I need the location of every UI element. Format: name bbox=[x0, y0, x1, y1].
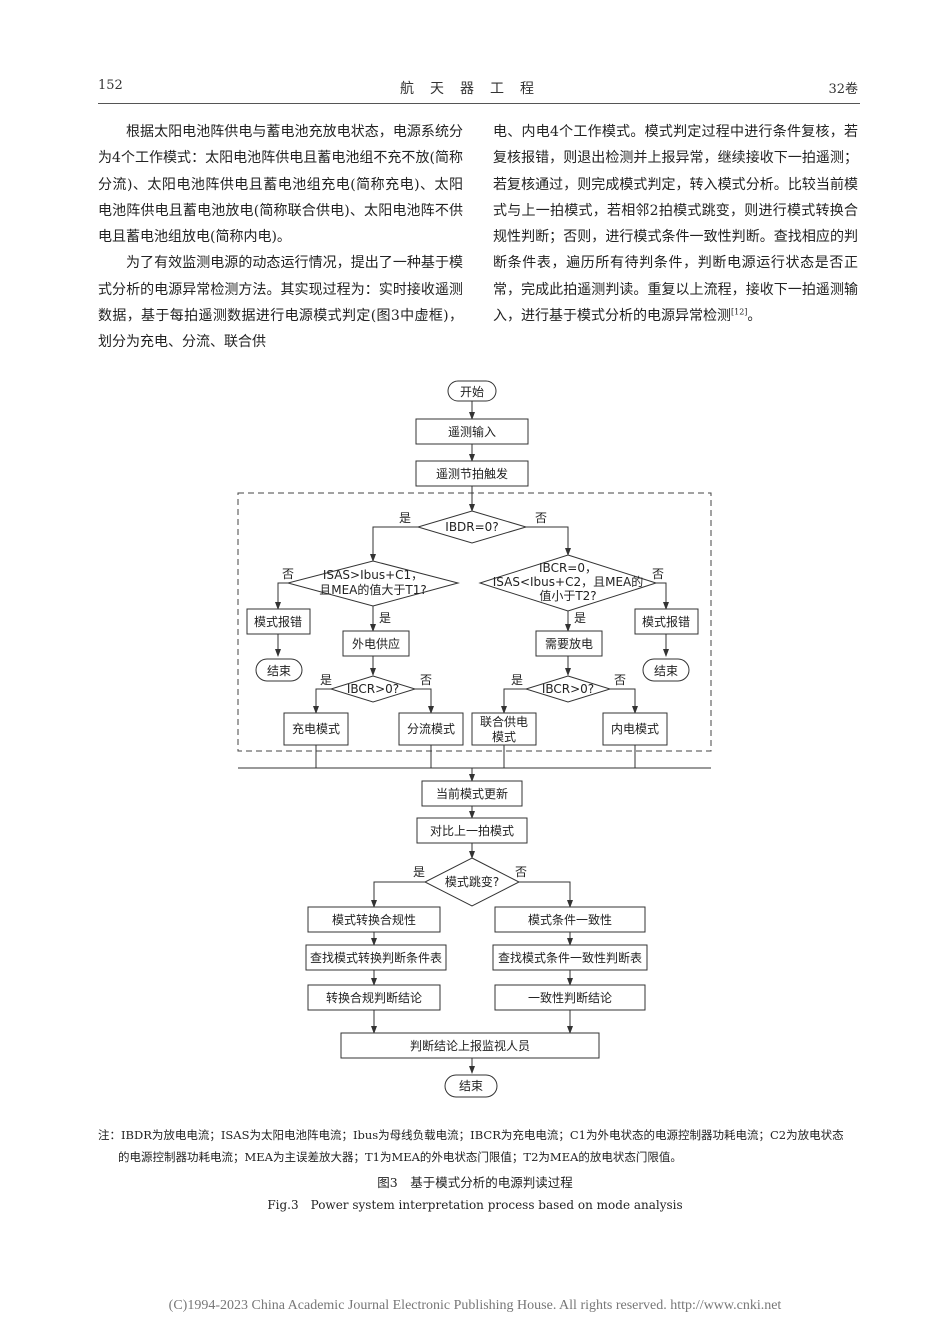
figure-caption-cn: 图3 基于模式分析的电源判读过程 bbox=[377, 1175, 573, 1190]
shunt-mode-box: 分流模式 bbox=[398, 712, 464, 746]
svg-text:ISAS>Ibus+C1，: ISAS>Ibus+C1， bbox=[323, 568, 423, 582]
mode-error-left-box: 模式报错 bbox=[246, 608, 311, 635]
report-box: 判断结论上报监视人员 bbox=[340, 1032, 600, 1059]
consistency-conclusion-box: 一致性判断结论 bbox=[494, 984, 646, 1011]
svg-text:联合供电: 联合供电 bbox=[480, 714, 528, 729]
svg-text:内电模式: 内电模式 bbox=[611, 722, 659, 736]
external-power-box: 外电供应 bbox=[342, 630, 410, 657]
figure-caption-en: Fig.3 Power system interpretation proces… bbox=[267, 1198, 683, 1212]
joint-supply-mode-box: 联合供电 模式 bbox=[471, 712, 537, 746]
svg-text:且MEA的值大于T1?: 且MEA的值大于T1? bbox=[319, 582, 426, 597]
decision-ibdr: IBDR=0? bbox=[416, 510, 528, 544]
svg-text:IBCR>0?: IBCR>0? bbox=[542, 682, 594, 696]
svg-text:结束: 结束 bbox=[654, 664, 678, 678]
right-paragraph-1: 电、内电4个工作模式。模式判定过程中进行条件复核，若复核报错，则退出检测并上报异… bbox=[493, 119, 858, 329]
telemetry-input-box: 遥测输入 bbox=[415, 418, 529, 445]
d5-yes-label: 是 bbox=[511, 673, 523, 687]
svg-text:结束: 结束 bbox=[267, 664, 291, 678]
decision-isas-left: ISAS>Ibus+C1， 且MEA的值大于T1? bbox=[286, 560, 460, 607]
d4-yes-label: 是 bbox=[320, 673, 332, 687]
svg-text:模式转换合规性: 模式转换合规性 bbox=[332, 912, 416, 927]
svg-text:开始: 开始 bbox=[460, 385, 484, 399]
mode-determination-frame bbox=[237, 492, 712, 752]
svg-text:外电供应: 外电供应 bbox=[352, 636, 400, 651]
need-discharge-box: 需要放电 bbox=[535, 630, 603, 657]
svg-text:分流模式: 分流模式 bbox=[407, 722, 455, 736]
d6-no-label: 否 bbox=[515, 865, 527, 879]
copyright-footer: (C)1994-2023 China Academic Journal Elec… bbox=[168, 1298, 782, 1313]
internal-mode-box: 内电模式 bbox=[602, 712, 668, 746]
charge-mode-box: 充电模式 bbox=[283, 712, 349, 746]
d1-yes-label: 是 bbox=[399, 511, 411, 525]
telemetry-trigger-box: 遥测节拍触发 bbox=[415, 460, 529, 487]
svg-text:模式条件一致性: 模式条件一致性 bbox=[528, 913, 612, 927]
svg-text:一致性判断结论: 一致性判断结论 bbox=[528, 990, 612, 1005]
volume-number: 32卷 bbox=[828, 82, 858, 97]
d6-yes-label: 是 bbox=[413, 865, 425, 879]
lookup-consistency-table-box: 查找模式条件一致性判断表 bbox=[492, 944, 648, 971]
left-column: 根据太阳电池阵供电与蓄电池充放电状态，电源系统分为4个工作模式：太阳电池阵供电且… bbox=[98, 119, 463, 356]
svg-text:查找模式条件一致性判断表: 查找模式条件一致性判断表 bbox=[498, 950, 642, 965]
connectors bbox=[238, 401, 711, 1074]
d2-yes-label: 是 bbox=[379, 611, 391, 625]
header-rule bbox=[98, 103, 860, 104]
conversion-conclusion-box: 转换合规判断结论 bbox=[307, 984, 441, 1011]
decision-ibcr-right: IBCR=0， ISAS<Ibus+C2，且MEA的 值小于T2? bbox=[478, 554, 658, 612]
note-line-2: 的电源控制器功耗电流；MEA为主误差放大器；T1为MEA的外电状态门限值；T2为… bbox=[118, 1150, 682, 1164]
left-paragraph-2: 为了有效监测电源的动态运行情况，提出了一种基于模式分析的电源异常检测方法。其实现… bbox=[98, 255, 463, 351]
journal-title: 航天器工程 bbox=[400, 81, 550, 97]
right-column: 电、内电4个工作模式。模式判定过程中进行条件复核，若复核报错，则退出检测并上报异… bbox=[493, 119, 858, 329]
svg-text:需要放电: 需要放电 bbox=[545, 636, 593, 651]
d1-no-label: 否 bbox=[535, 511, 547, 525]
lookup-conversion-table-box: 查找模式转换判断条件表 bbox=[305, 944, 447, 971]
decision-ibcr-left: IBCR>0? bbox=[329, 675, 417, 703]
reference-mark: [12] bbox=[731, 307, 748, 317]
current-mode-update-box: 当前模式更新 bbox=[421, 780, 523, 807]
right-paragraph-text: 电、内电4个工作模式。模式判定过程中进行条件复核，若复核报错，则退出检测并上报异… bbox=[493, 124, 858, 325]
condition-consistency-box: 模式条件一致性 bbox=[494, 906, 646, 933]
svg-text:模式: 模式 bbox=[492, 730, 516, 744]
d2-no-label: 否 bbox=[282, 567, 294, 581]
svg-text:模式报错: 模式报错 bbox=[254, 614, 302, 629]
svg-text:IBCR>0?: IBCR>0? bbox=[347, 682, 399, 696]
svg-text:当前模式更新: 当前模式更新 bbox=[436, 786, 508, 801]
svg-text:查找模式转换判断条件表: 查找模式转换判断条件表 bbox=[310, 950, 442, 965]
note-line-1: 注：IBDR为放电电流；ISAS为太阳电池阵电流；Ibus为母线负载电流；IBC… bbox=[98, 1128, 844, 1142]
svg-text:ISAS<Ibus+C2，且MEA的: ISAS<Ibus+C2，且MEA的 bbox=[493, 574, 644, 589]
svg-text:充电模式: 充电模式 bbox=[292, 721, 340, 736]
svg-text:IBDR=0?: IBDR=0? bbox=[445, 520, 498, 534]
svg-text:对比上一拍模式: 对比上一拍模式 bbox=[430, 823, 514, 838]
mode-error-right-box: 模式报错 bbox=[634, 608, 699, 635]
d4-no-label: 否 bbox=[420, 673, 432, 687]
svg-text:遥测节拍触发: 遥测节拍触发 bbox=[436, 466, 508, 481]
svg-text:判断结论上报监视人员: 判断结论上报监视人员 bbox=[410, 1038, 530, 1053]
left-paragraph-1: 根据太阳电池阵供电与蓄电池充放电状态，电源系统分为4个工作模式：太阳电池阵供电且… bbox=[98, 124, 463, 246]
figure-note: 注：IBDR为放电电流；ISAS为太阳电池阵电流；Ibus为母线负载电流；IBC… bbox=[98, 1124, 860, 1168]
d3-yes-label: 是 bbox=[574, 611, 586, 625]
svg-text:模式跳变?: 模式跳变? bbox=[445, 874, 499, 889]
d3-no-label: 否 bbox=[652, 567, 664, 581]
svg-text:遥测输入: 遥测输入 bbox=[448, 424, 496, 439]
svg-text:转换合规判断结论: 转换合规判断结论 bbox=[326, 990, 422, 1005]
end-right-node: 结束 bbox=[642, 658, 690, 682]
svg-text:IBCR=0，: IBCR=0， bbox=[539, 561, 597, 575]
end-left-node: 结束 bbox=[255, 658, 303, 682]
flowchart: 开始 遥测输入 遥测节拍触发 IBDR=0? 是 否 ISAS>Ibus+C1，… bbox=[237, 380, 712, 1098]
start-node: 开始 bbox=[447, 380, 497, 402]
decision-mode-jump: 模式跳变? bbox=[423, 857, 521, 907]
end-final-node: 结束 bbox=[444, 1074, 498, 1098]
page-number: 152 bbox=[98, 78, 123, 93]
right-paragraph-end: 。 bbox=[747, 308, 762, 325]
conversion-compliance-box: 模式转换合规性 bbox=[307, 906, 441, 933]
decision-ibcr-right2: IBCR>0? bbox=[524, 675, 612, 703]
svg-text:结束: 结束 bbox=[459, 1079, 483, 1093]
svg-text:模式报错: 模式报错 bbox=[642, 614, 690, 629]
d5-no-label: 否 bbox=[614, 673, 626, 687]
compare-previous-box: 对比上一拍模式 bbox=[416, 817, 528, 844]
svg-text:值小于T2?: 值小于T2? bbox=[539, 588, 596, 603]
